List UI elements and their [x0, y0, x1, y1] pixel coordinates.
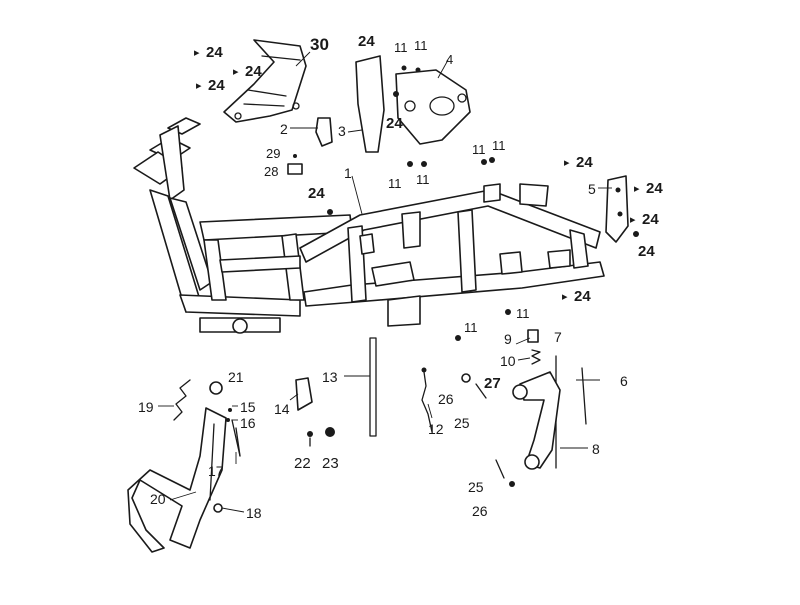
callout-11: 11: [416, 172, 430, 187]
callout-11: 11: [394, 40, 408, 55]
callout-25: 25: [454, 415, 470, 431]
callout-24: 24: [358, 33, 375, 50]
callout-labels: 30 ▸ 24 ▸ 24 ▸ 24 24 24 11 11 4 2 3 29 2…: [138, 33, 663, 521]
callout-17: 17: [208, 463, 224, 479]
stand-20: [127, 407, 241, 553]
callout-11: 11: [472, 142, 486, 157]
clip-2: [315, 117, 333, 147]
pins-15-18: [213, 408, 241, 513]
callout-21: 21: [228, 369, 244, 385]
plate-4: [395, 69, 471, 145]
rod-6: [581, 367, 587, 425]
callout-1: 1: [344, 165, 352, 181]
callout-24: 24: [245, 63, 262, 80]
spring-10: [531, 349, 541, 365]
callout-24: 24: [206, 44, 223, 61]
callout-9: 9: [504, 331, 512, 347]
callout-27: 27: [484, 375, 501, 392]
callout-11: 11: [492, 138, 506, 153]
callout-19: 19: [138, 399, 154, 415]
callout-24-arrow: ▸: [564, 157, 570, 169]
callout-12: 12: [428, 421, 444, 437]
callout-5: 5: [588, 181, 596, 197]
callout-24: 24: [642, 211, 659, 228]
nut-23: [325, 427, 335, 437]
callout-24-arrow: ▸: [630, 214, 636, 226]
bushing-9: [527, 329, 539, 343]
callout-11: 11: [516, 306, 530, 321]
callout-16: 16: [240, 415, 256, 431]
callout-30: 30: [310, 35, 329, 54]
bolt-22: [307, 431, 313, 447]
callout-24: 24: [208, 77, 225, 94]
callout-11: 11: [414, 38, 428, 53]
callout-15: 15: [240, 399, 256, 415]
small-parts-26-27: [461, 373, 515, 487]
callout-23: 23: [322, 455, 339, 472]
callout-14: 14: [274, 401, 290, 417]
callout-25: 25: [468, 479, 484, 495]
bolts: [327, 65, 639, 341]
callout-18: 18: [246, 505, 262, 521]
callout-24-arrow: ▸: [634, 183, 640, 195]
nut-28: [287, 154, 303, 175]
callout-11: 11: [464, 320, 478, 335]
callout-8: 8: [592, 441, 600, 457]
cable-12: [421, 367, 433, 433]
callout-24-arrow: ▸: [562, 291, 568, 303]
callout-29: 29: [266, 146, 280, 161]
callout-24: 24: [308, 185, 325, 202]
callout-11: 11: [388, 176, 402, 191]
callout-24-arrow: ▸: [233, 66, 239, 78]
callout-24: 24: [646, 180, 663, 197]
bracket-5: [605, 175, 629, 243]
main-frame: [133, 117, 605, 334]
bracket-14: [295, 377, 313, 411]
callout-6: 6: [620, 373, 628, 389]
bush-21: [209, 381, 223, 395]
callout-24-arrow: ▸: [196, 80, 202, 92]
callout-3: 3: [338, 123, 346, 139]
callout-26: 26: [438, 391, 454, 407]
callout-2: 2: [280, 121, 288, 137]
callout-28: 28: [264, 164, 278, 179]
plate-3: [355, 55, 385, 153]
leader-lines: [158, 51, 612, 513]
callout-24: 24: [576, 154, 593, 171]
spring-19: [173, 379, 191, 421]
callout-24: 24: [638, 243, 655, 260]
callout-4: 4: [446, 52, 453, 67]
callout-20: 20: [150, 491, 166, 507]
callout-26: 26: [472, 503, 488, 519]
callout-13: 13: [322, 369, 338, 385]
callout-22: 22: [294, 455, 311, 472]
callout-10: 10: [500, 353, 516, 369]
rod-13: [369, 337, 377, 437]
bracket-30: [223, 39, 307, 123]
callout-24-arrow: ▸: [194, 47, 200, 59]
callout-24: 24: [386, 115, 403, 132]
callout-7: 7: [554, 329, 562, 345]
callout-24: 24: [574, 288, 591, 305]
pedal-8: [512, 371, 561, 470]
